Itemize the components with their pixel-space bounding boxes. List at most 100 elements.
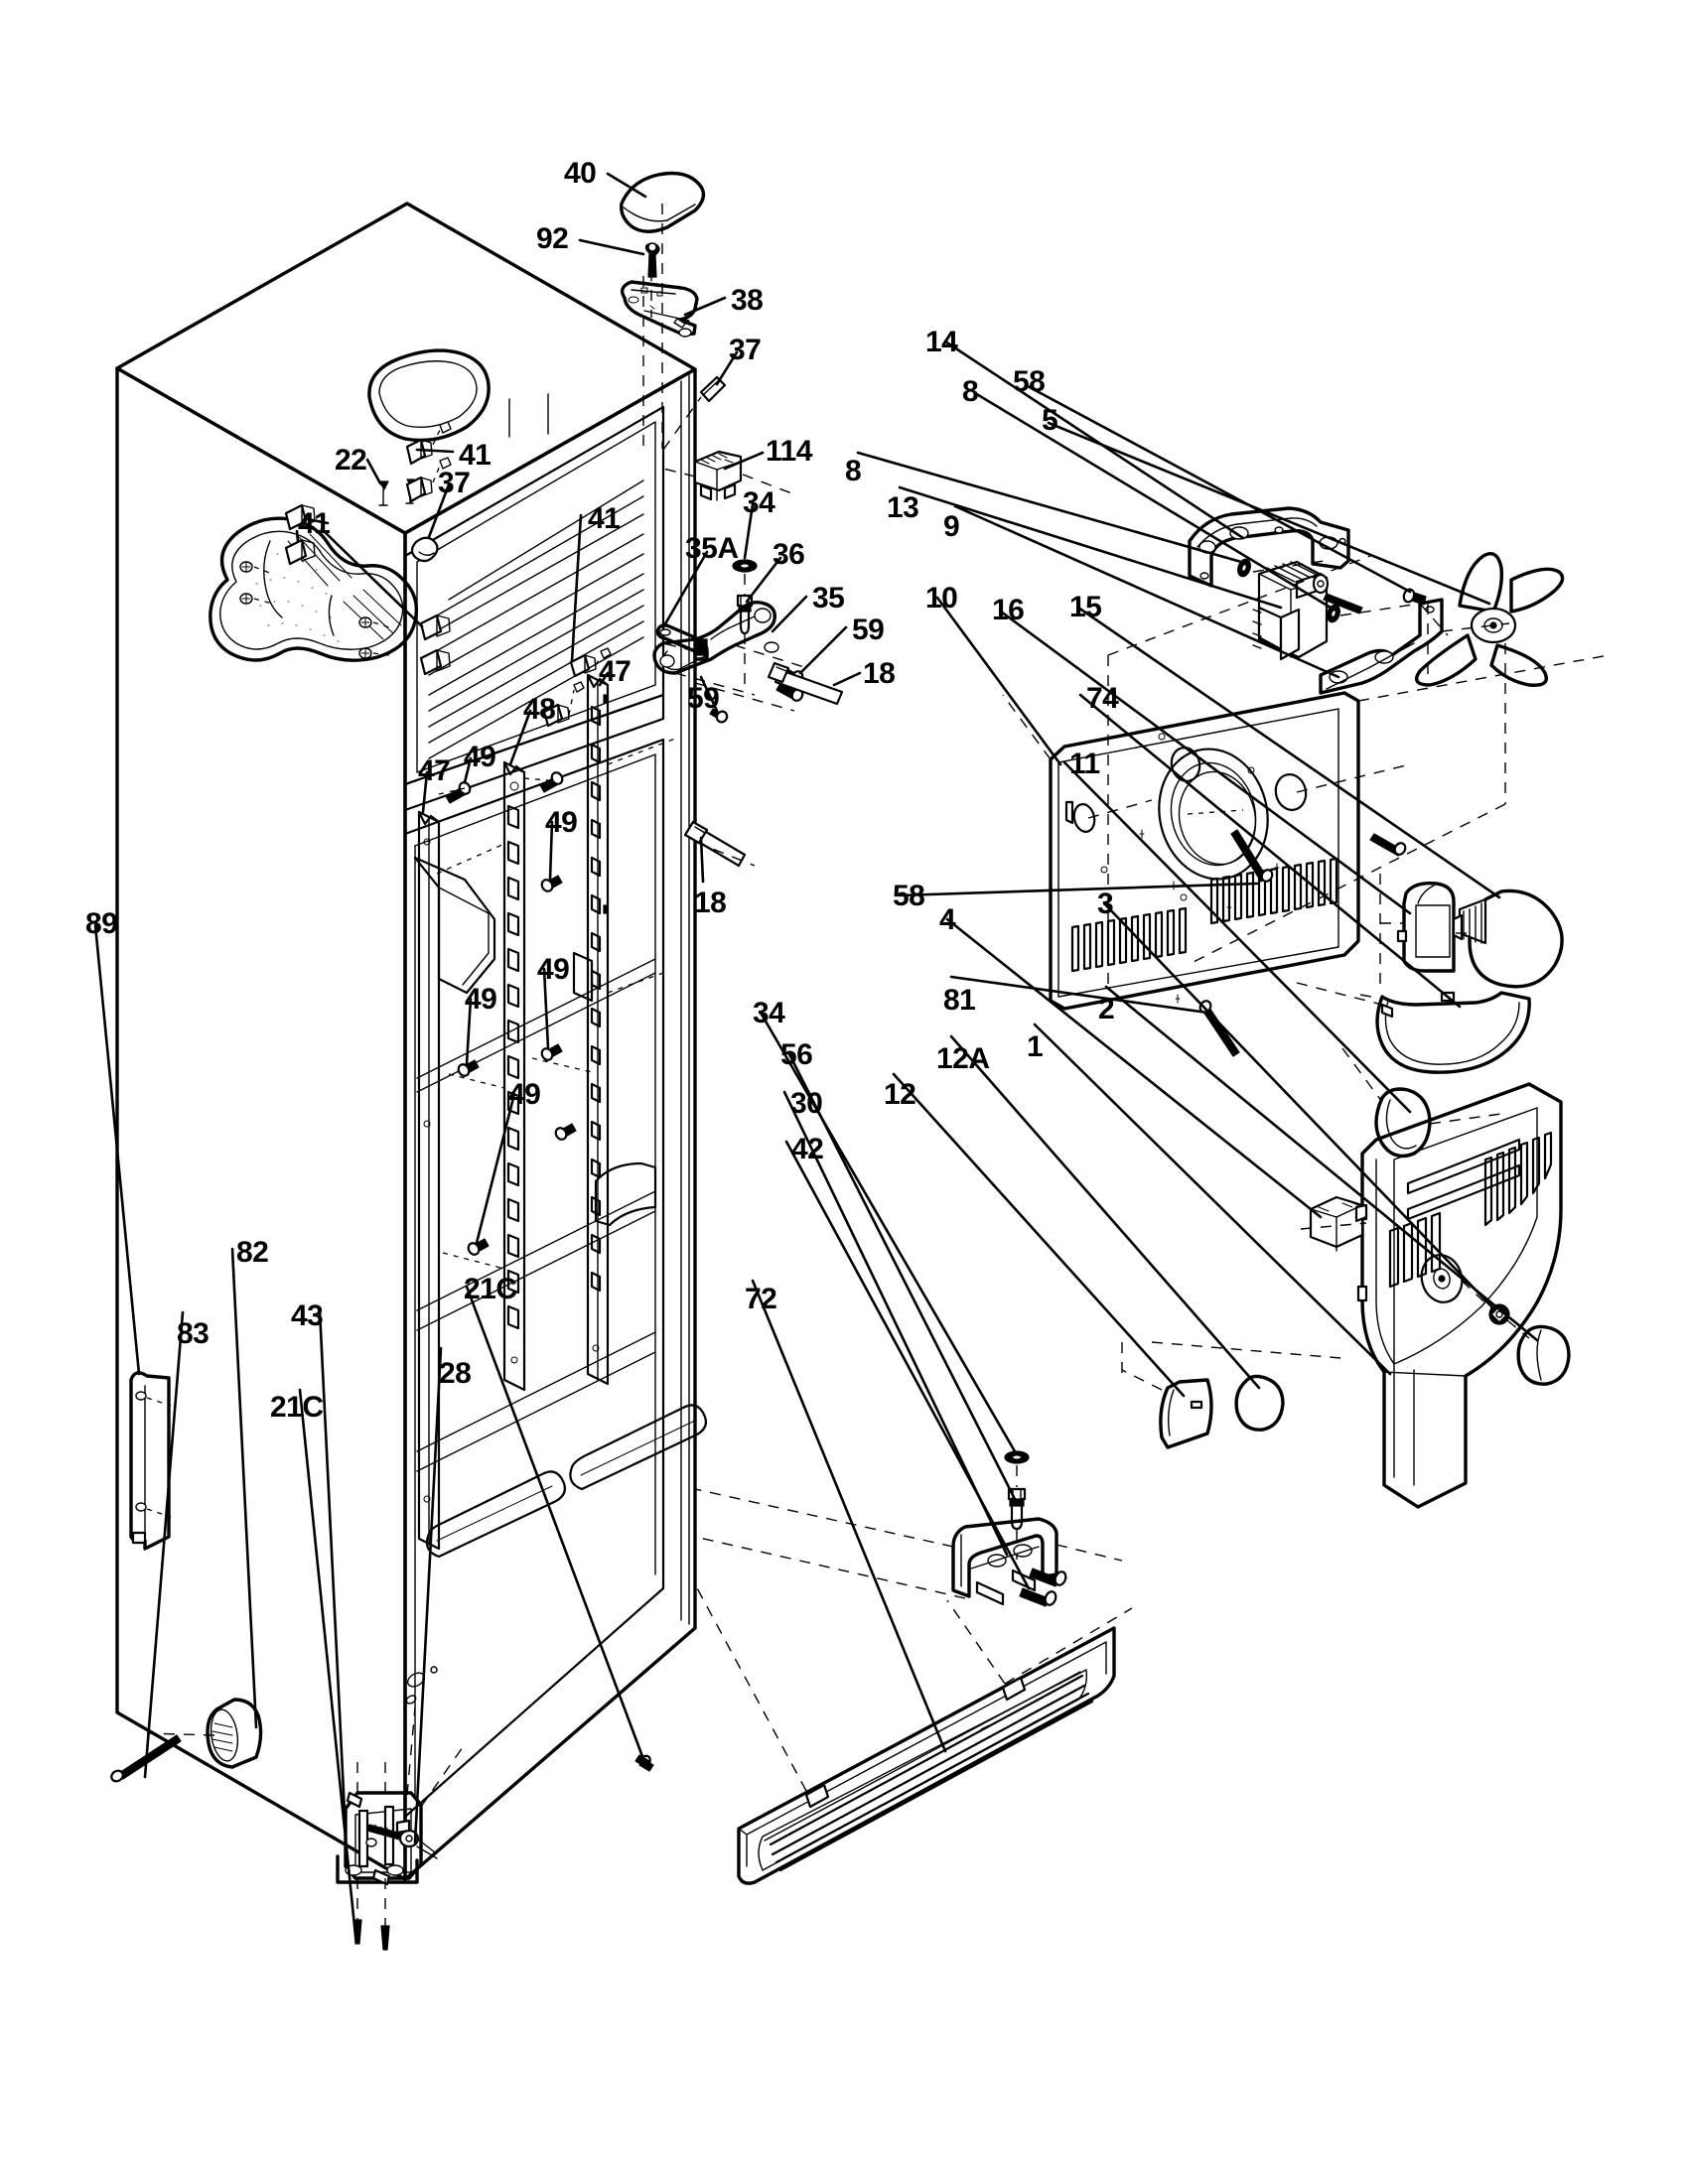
- callout-37-upper: 37: [729, 334, 762, 366]
- callout-47-a: 47: [599, 655, 632, 688]
- callout-18-a: 18: [863, 657, 896, 690]
- part-37-door-stop-wedge-lower: [410, 536, 439, 563]
- part-74-light-shield-lens: [1375, 991, 1531, 1074]
- callout-43: 43: [291, 1299, 324, 1332]
- part-47-shelf-ladder-left: [417, 810, 441, 1551]
- part-35-center-hinge-assembly: [652, 600, 779, 675]
- callout-2: 2: [1098, 993, 1115, 1025]
- callout-28: 28: [439, 1357, 472, 1390]
- callout-21C-b: 21C: [270, 1391, 324, 1424]
- callout-40: 40: [564, 157, 597, 190]
- callout-4: 4: [939, 903, 956, 936]
- part-5-evaporator-fan-blade: [1415, 552, 1565, 687]
- part-41-shelf-bumper-right: [542, 647, 612, 728]
- part-58-screw-upper: [1402, 588, 1427, 606]
- callout-82: 82: [236, 1236, 269, 1269]
- part-3-duct-cover-screw: [1488, 1303, 1510, 1325]
- callout-21C-a: 21C: [464, 1273, 517, 1305]
- part-72-toe-grille: [737, 1626, 1116, 1885]
- part-21C-leveling-screws: [352, 1919, 390, 1951]
- callout-49-c: 49: [465, 983, 497, 1016]
- callout-16: 16: [992, 594, 1025, 626]
- callout-12A: 12A: [936, 1042, 990, 1075]
- part-30-bottom-hinge-bracket: [951, 1517, 1058, 1606]
- callout-72: 72: [745, 1283, 777, 1315]
- part-49-shelf-ladder-screws: [445, 771, 577, 1256]
- callout-34-b: 34: [753, 997, 785, 1029]
- callout-74: 74: [1086, 682, 1119, 715]
- callout-1: 1: [1027, 1030, 1044, 1063]
- callout-35A: 35A: [685, 532, 739, 565]
- callout-13: 13: [887, 491, 919, 524]
- callout-10: 10: [925, 582, 958, 614]
- callout-48: 48: [523, 693, 556, 726]
- part-8-fan-motor-grommet: [1237, 558, 1340, 623]
- part-37-door-stop-wedge-upper: [699, 375, 727, 403]
- callout-22: 22: [335, 444, 367, 477]
- callout-56: 56: [780, 1038, 813, 1071]
- part-15-light-bulb: [1452, 888, 1564, 989]
- callout-37-lower: 37: [438, 467, 471, 499]
- part-58-screw-side: [1369, 833, 1407, 857]
- part-43-leveling-roller-assembly: [336, 1791, 438, 1886]
- part-11-air-duct-plug: [1374, 1087, 1432, 1159]
- callout-42: 42: [791, 1133, 824, 1165]
- callout-59-b: 59: [687, 682, 720, 715]
- callout-14: 14: [925, 326, 958, 358]
- callout-81: 81: [943, 984, 976, 1017]
- callout-38: 38: [731, 284, 764, 317]
- part-41-upper-shelf-bumper-group: [367, 348, 549, 503]
- callout-11: 11: [1069, 748, 1100, 780]
- callout-30: 30: [790, 1087, 823, 1120]
- callout-15: 15: [1069, 591, 1102, 623]
- part-41-gasket-pad-left: [209, 503, 451, 676]
- callout-34-a: 34: [743, 486, 775, 519]
- part-18-drain-tube-upper: [767, 661, 844, 706]
- part-21C-screw-right: [634, 1754, 650, 1768]
- part-92-hinge-pin-screw: [644, 242, 660, 278]
- callout-8-a: 8: [962, 375, 979, 408]
- cabinet-interior: [403, 405, 708, 1819]
- part-34-hinge-bushing-washer-upper: [732, 559, 758, 573]
- callout-41-a: 41: [459, 439, 492, 472]
- part-12A-hinge-cover-cap: [1234, 1374, 1285, 1432]
- part-4-thermostat-sensor-clip: [1309, 1195, 1368, 1252]
- part-47-shelf-ladder-right: [586, 673, 610, 1386]
- callout-41-c: 41: [588, 502, 621, 535]
- cavity-shelf-rails: [413, 856, 657, 1227]
- part-58-screw-panel: [1230, 829, 1274, 883]
- part-48-shelf-ladder-center: [502, 760, 526, 1392]
- part-38-top-hinge-bracket: [621, 280, 699, 338]
- callout-58-b: 58: [893, 880, 925, 912]
- callout-49-e: 49: [508, 1078, 541, 1111]
- callout-35: 35: [812, 582, 845, 614]
- part-35A-center-hinge-pin-bracket: [655, 623, 709, 661]
- callout-49-b: 49: [545, 806, 578, 839]
- part-42-hinge-bolts: [1019, 1568, 1067, 1607]
- part-82-roller: [206, 1698, 263, 1769]
- leader-lines: [93, 172, 1539, 1938]
- part-12-bottom-hinge-cover: [1159, 1378, 1213, 1449]
- callout-47-b: 47: [418, 754, 451, 787]
- part-36-center-hinge-pin: [736, 594, 754, 635]
- part-83-roller-axle-pin: [110, 1734, 182, 1783]
- callout-9: 9: [943, 510, 960, 543]
- part-40-top-hinge-cover: [620, 171, 706, 233]
- callout-49-d: 49: [537, 953, 570, 986]
- part-13-evaporator-fan-motor: [1252, 560, 1363, 661]
- part-16-light-socket: [1396, 882, 1456, 973]
- callout-114: 114: [766, 435, 812, 468]
- callout-18-b: 18: [694, 887, 727, 919]
- callout-83: 83: [177, 1317, 210, 1350]
- part-34-hinge-bushing-washer-lower: [1004, 1450, 1030, 1464]
- callout-58-a: 58: [1013, 365, 1046, 398]
- callout-41-b: 41: [298, 507, 331, 540]
- part-10-evaporator-cover-panel: [1049, 691, 1360, 1011]
- part-1-air-duct-cover: [1356, 1082, 1563, 1509]
- callout-12: 12: [884, 1078, 916, 1111]
- part-114-wire-harness-connector: [693, 450, 743, 501]
- callout-59-a: 59: [852, 614, 885, 646]
- callout-89: 89: [85, 907, 118, 940]
